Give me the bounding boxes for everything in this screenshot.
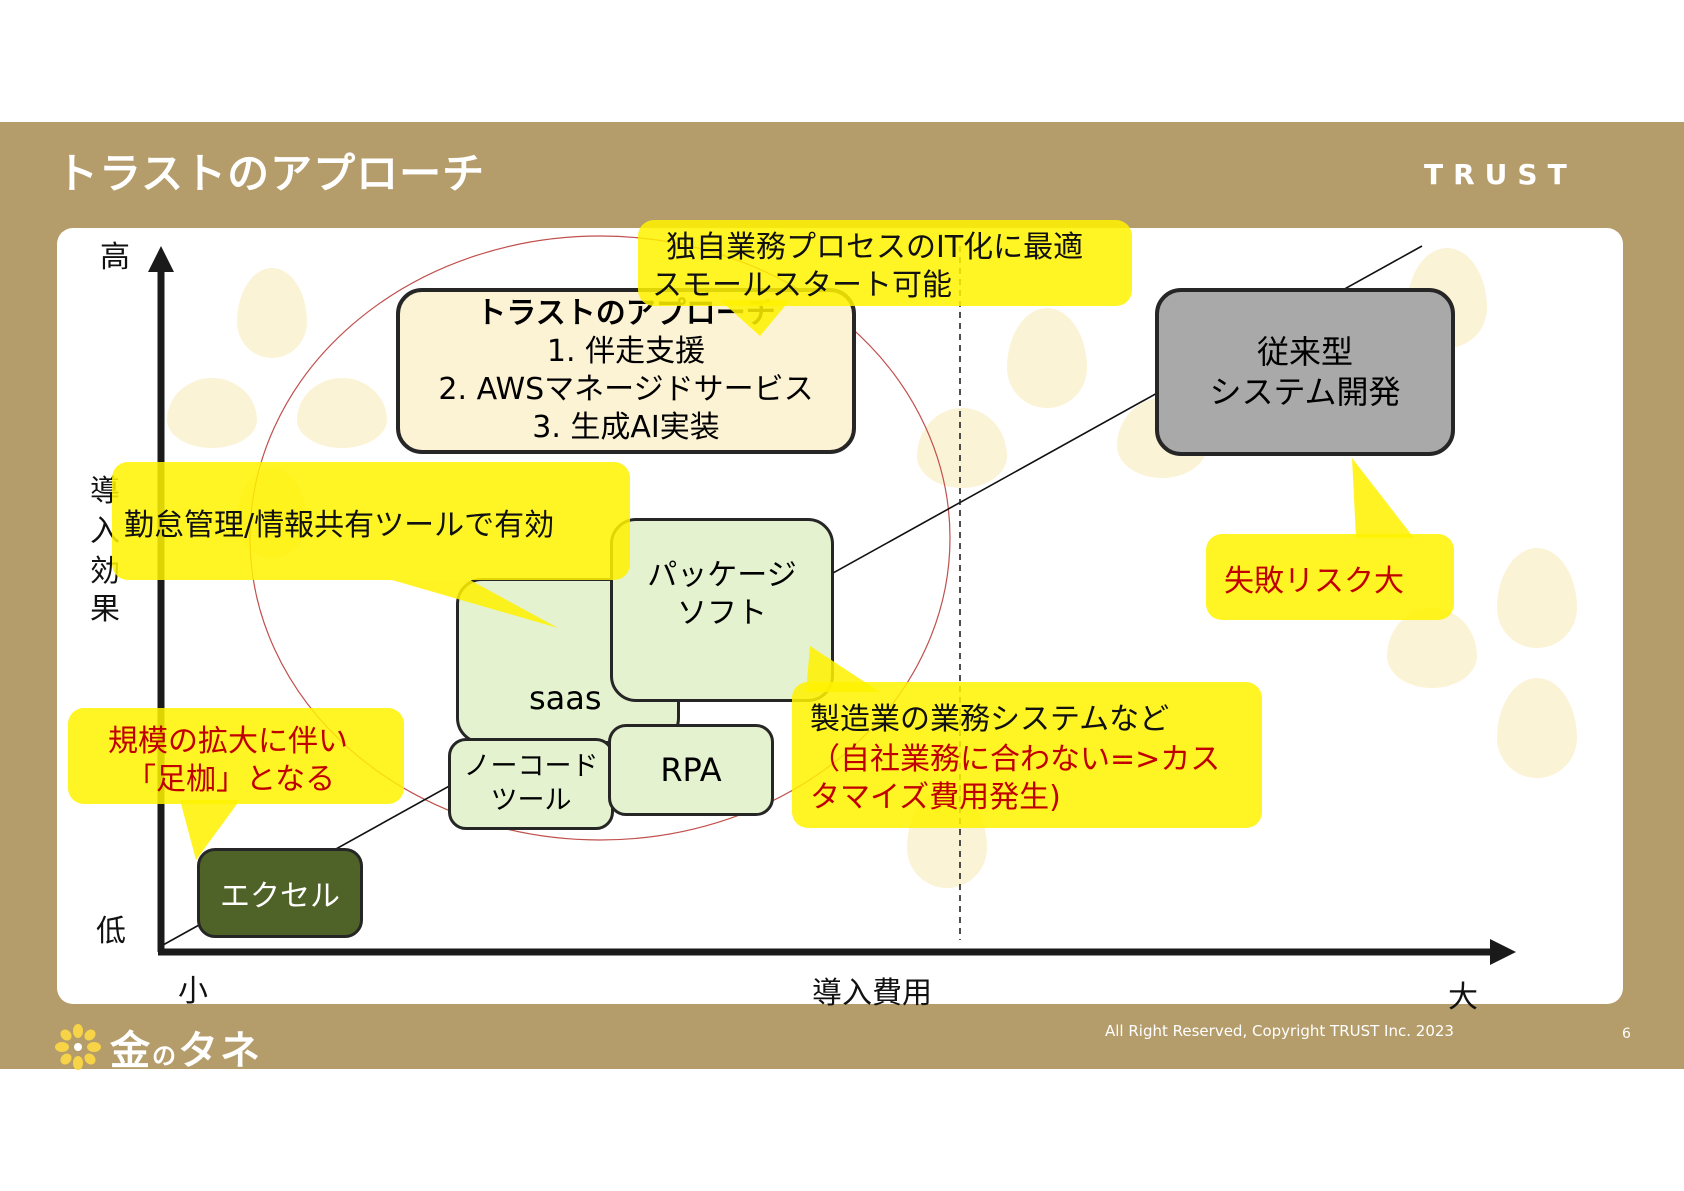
x-axis-arrow	[1490, 939, 1516, 965]
saas-label: saas	[529, 679, 602, 717]
approach-box: トラストのアプローチ 1. 伴走支援 2. AWSマネージドサービス 3. 生成…	[396, 288, 856, 454]
y-axis-title-4: 果	[90, 592, 120, 627]
approach-item-1: 1. 伴走支援	[546, 334, 706, 369]
approach-item-3: 3. 生成AI実装	[532, 410, 720, 445]
package-line-2: ソフト	[677, 596, 767, 631]
excel-label: エクセル	[220, 879, 340, 914]
footer-logo: 金のタネ	[54, 1018, 262, 1076]
x-axis-small-label: 小	[178, 974, 208, 1009]
logo-text-small: の	[152, 1042, 178, 1070]
excel-box: エクセル	[197, 848, 363, 938]
logo-text-tail: タネ	[178, 1028, 262, 1074]
callout-tail	[720, 300, 790, 336]
y-axis-low-label: 低	[96, 914, 126, 949]
conventional-line-2: システム開発	[1209, 373, 1401, 411]
y-axis-high-label: 高	[100, 240, 130, 275]
callout-risk-text: 失敗リスク大	[1224, 564, 1404, 599]
watermark-petal	[1007, 308, 1087, 408]
copyright-text: All Right Reserved, Copyright TRUST Inc.…	[1105, 1022, 1454, 1040]
callout-tail	[180, 800, 240, 860]
callout-attendance-text: 勤怠管理/情報共有ツールで有効	[124, 508, 555, 543]
callout-scale-line-1: 規模の拡大に伴い	[108, 724, 348, 759]
watermark-petal	[237, 268, 307, 358]
callout-unique-it-line-2: スモールスタート可能	[652, 268, 952, 303]
callout-tail	[1352, 458, 1414, 538]
callout-scale-line-2: 「足枷」となる	[126, 762, 336, 797]
callout-tail	[806, 646, 880, 692]
callout-unique-it	[638, 220, 1132, 306]
watermark-petal	[297, 378, 387, 448]
flower-icon	[55, 1024, 101, 1070]
page-number: 6	[1622, 1026, 1631, 1042]
logo-text-main: 金	[110, 1028, 152, 1074]
nocode-tool-box: ノーコード ツール	[448, 738, 614, 830]
watermark-petal	[167, 378, 257, 448]
callout-unique-it-line-1: 独自業務プロセスのIT化に最適	[666, 230, 1084, 265]
x-axis-title: 導入費用	[812, 976, 932, 1011]
rpa-label: RPA	[660, 751, 722, 789]
package-line-1: パッケージ	[647, 558, 797, 593]
y-axis-arrow	[148, 246, 174, 272]
watermark-petal	[1497, 548, 1577, 648]
nocode-line-2: ツール	[490, 785, 572, 816]
conventional-line-1: 従来型	[1256, 333, 1353, 371]
package-software-box: パッケージ ソフト	[610, 518, 834, 702]
watermark-petal	[917, 408, 1007, 488]
approach-item-2: 2. AWSマネージドサービス	[438, 372, 814, 407]
footer-logo-text: 金のタネ	[110, 1018, 262, 1076]
watermark-petal	[1497, 678, 1577, 778]
callout-scale	[68, 708, 404, 804]
callout-manufacturing-line-2: （自社業務に合わない=>カス	[810, 742, 1221, 777]
callout-risk	[1206, 534, 1454, 620]
callout-manufacturing	[792, 682, 1262, 828]
callout-manufacturing-line-1: 製造業の業務システムなど	[810, 702, 1170, 737]
watermark-petal	[1387, 608, 1477, 688]
conventional-dev-box: 従来型 システム開発	[1155, 288, 1455, 456]
callout-tail	[392, 580, 558, 628]
x-axis-large-label: 大	[1448, 980, 1478, 1015]
brand-logo: TRUST	[1424, 158, 1577, 191]
nocode-line-1: ノーコード	[463, 751, 599, 782]
callout-manufacturing-line-3: タマイズ費用発生)	[810, 780, 1061, 815]
callout-attendance	[112, 462, 630, 580]
rpa-box: RPA	[608, 724, 774, 816]
page-title: トラストのアプローチ	[56, 149, 486, 198]
